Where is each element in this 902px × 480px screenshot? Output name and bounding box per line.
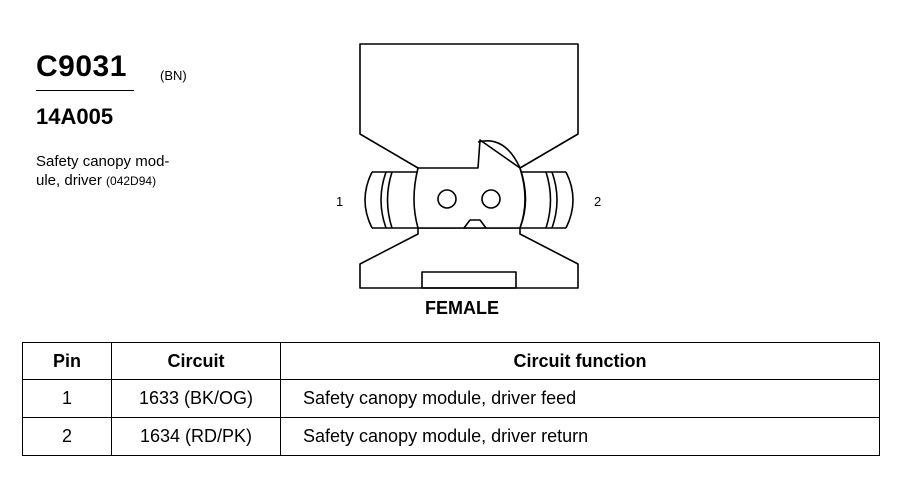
pin-label-right: 2 — [594, 194, 602, 209]
left-barrel-cap — [364, 171, 393, 229]
description-text: ule, driver — [36, 172, 102, 189]
description-line-1: Safety canopy mod- — [36, 153, 170, 170]
connector-gender: FEMALE — [425, 298, 499, 318]
table-row: 2 1634 (RD/PK) Safety canopy module, dri… — [22, 417, 880, 456]
table-row: 1 1633 (BK/OG) Safety canopy module, dri… — [22, 379, 880, 418]
pin-cavity-1 — [437, 189, 457, 209]
header-circuit-function: Circuit function — [280, 342, 880, 380]
pin-table: Pin Circuit Circuit function 1 1633 (BK/… — [22, 342, 880, 456]
connector-housing-outline — [359, 43, 579, 289]
function-cell: Safety canopy module, driver feed — [280, 379, 880, 418]
connector-id-rule — [36, 90, 134, 91]
pin-table-header: Pin Circuit Circuit function — [22, 342, 880, 380]
function-cell: Safety canopy module, driver return — [280, 417, 880, 456]
circuit-cell: 1634 (RD/PK) — [111, 417, 281, 456]
pin-block-outline — [413, 139, 526, 229]
circuit-cell: 1633 (BK/OG) — [111, 379, 281, 418]
header-pin: Pin — [22, 342, 112, 380]
description-code: (042D94) — [106, 174, 157, 188]
pin-cell: 1 — [22, 379, 112, 418]
locking-tab — [477, 140, 527, 229]
pin-cell: 2 — [22, 417, 112, 456]
part-number: 14A005 — [36, 104, 114, 129]
connector-color: (BN) — [160, 68, 187, 83]
pin-label-left: 1 — [336, 194, 344, 209]
description-line-2: ule, driver (042D94) — [36, 171, 169, 191]
pin-cavity-2 — [481, 189, 501, 209]
header-circuit: Circuit — [111, 342, 281, 380]
connector-description: Safety canopy mod- ule, driver (042D94) — [36, 152, 169, 191]
connector-id: C9031 — [36, 50, 127, 83]
pin-block-notch — [463, 219, 487, 229]
right-barrel-cap — [545, 171, 574, 229]
bottom-key — [421, 271, 517, 289]
